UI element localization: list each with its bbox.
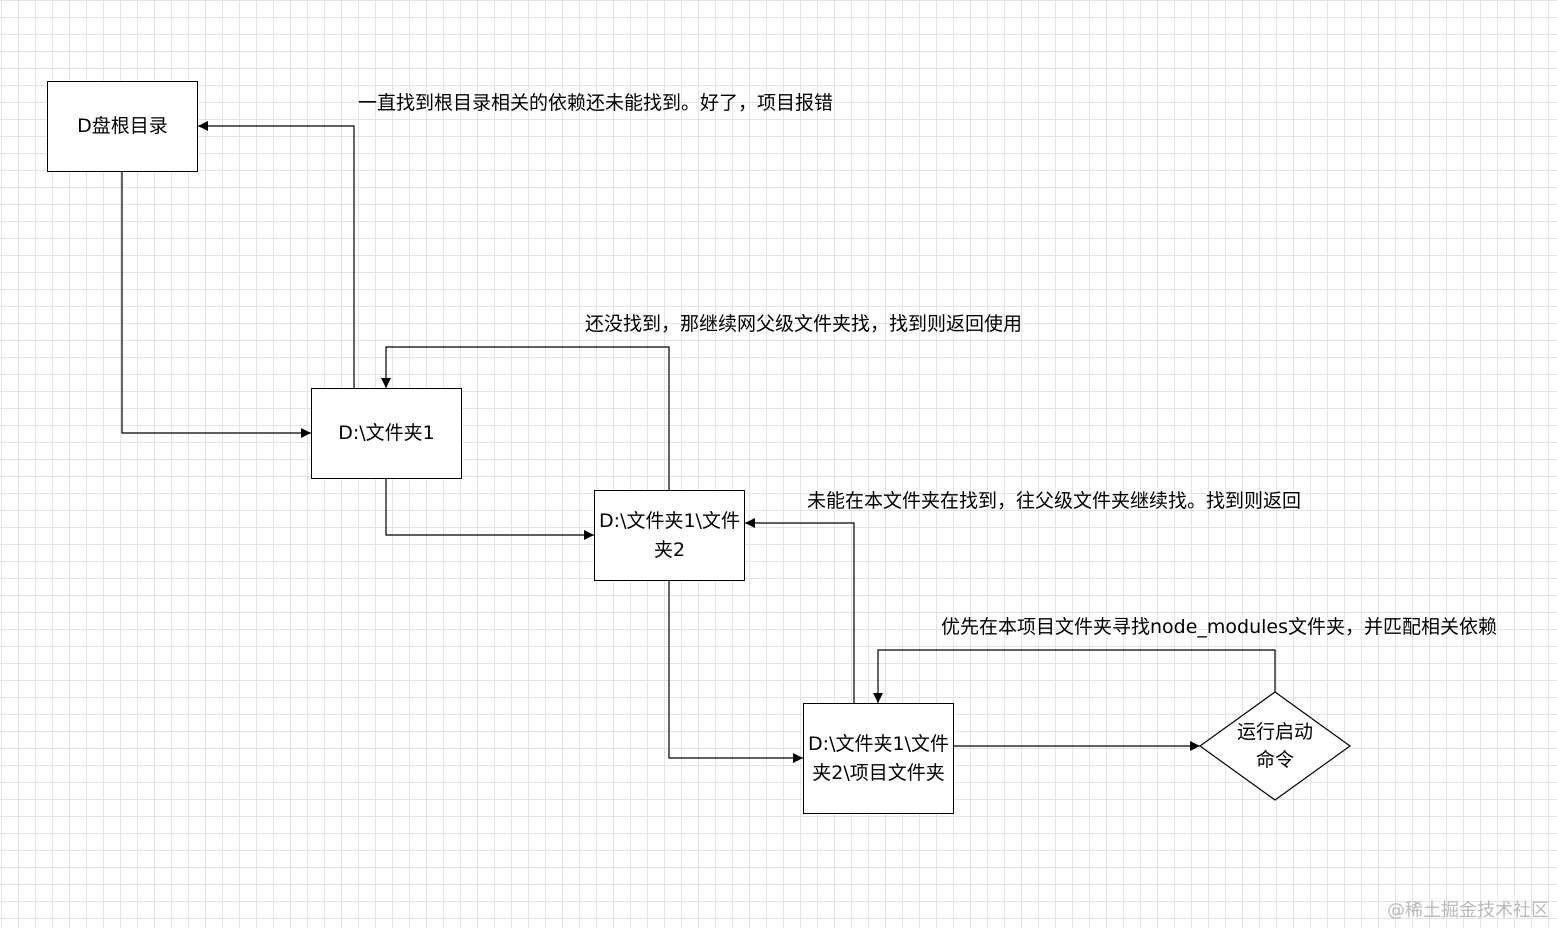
edge-start-to-project — [873, 649, 1276, 703]
label-root-fail: 一直找到根目录相关的依赖还未能找到。好了，项目报错 — [358, 92, 834, 114]
edge-folder2-to-folder1 — [381, 346, 670, 490]
node-folder2-label: D:\文件夹1\文件夹2 — [599, 509, 740, 561]
node-root-directory-label: D盘根目录 — [77, 115, 168, 137]
label-project-first: 优先在本项目文件夹寻找node_modules文件夹，并匹配相关依赖 — [941, 616, 1498, 638]
edge-folder1-to-root — [198, 121, 355, 388]
node-folder2: D:\文件夹1\文件夹2 — [594, 490, 745, 581]
start-diamond-shape — [1198, 691, 1352, 801]
edge-root-to-folder1 — [121, 171, 311, 438]
watermark: @稀土掘金技术社区 — [1387, 900, 1549, 921]
edge-folder1-to-folder2 — [385, 478, 594, 540]
node-start-command-label: 运行启动命令 — [1236, 721, 1313, 771]
node-project-folder-label: D:\文件夹1\文件夹2\项目文件夹 — [808, 732, 949, 784]
label-folder2-not-found: 未能在本文件夹在找到，往父级文件夹继续找。找到则返回 — [807, 490, 1302, 512]
label-folder1-not-found: 还没找到，那继续网父级文件夹找，找到则返回使用 — [585, 313, 1023, 335]
node-root-directory: D盘根目录 — [47, 81, 198, 172]
edge-project-to-folder2 — [745, 518, 855, 703]
node-folder1-label: D:\文件夹1 — [338, 422, 435, 444]
node-folder1: D:\文件夹1 — [311, 388, 462, 479]
node-project-folder: D:\文件夹1\文件夹2\项目文件夹 — [803, 703, 954, 814]
edge-folder2-to-project — [668, 580, 803, 763]
